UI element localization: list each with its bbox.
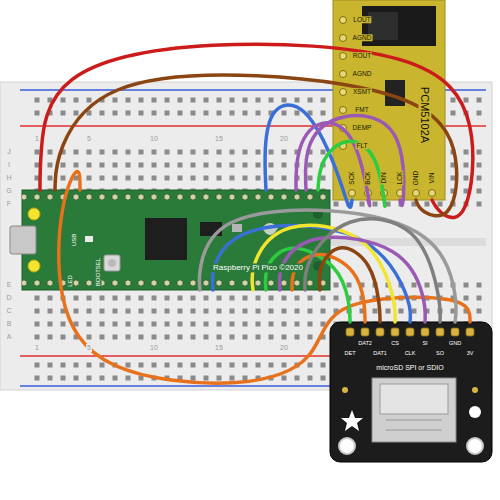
jumper-wire	[59, 171, 470, 383]
pin-label: SO	[435, 350, 445, 356]
pin-label: SI	[421, 340, 428, 346]
pin-label: DET	[344, 350, 357, 356]
jumper-wire	[55, 75, 457, 216]
jumper-wire	[319, 248, 380, 322]
pin-label: DAT2	[357, 340, 373, 346]
dac-illustration	[333, 0, 445, 200]
column-number: 15	[214, 135, 224, 143]
pin-label: GND	[412, 170, 419, 186]
column-number: 15	[214, 344, 224, 352]
row-letter: E	[6, 281, 13, 289]
jumper-wire	[199, 210, 456, 322]
board-name: Raspberry Pi Pico ©2020	[212, 263, 304, 272]
pin-label: CS	[390, 340, 400, 346]
pin-label: SCK	[348, 170, 355, 185]
pin-label: AGND	[352, 70, 373, 77]
pin-label: CLK	[404, 350, 417, 356]
column-number: 1	[34, 135, 40, 143]
board-name: microSD SPI or SDIO	[375, 364, 444, 372]
dac-module: PCM5102A	[333, 0, 445, 200]
jumper-wire	[305, 219, 440, 322]
column-number: 20	[279, 344, 289, 352]
jumper-wire	[318, 141, 385, 206]
row-letter: A	[6, 333, 13, 341]
row-letter: I	[7, 161, 11, 169]
row-letter: H	[5, 174, 12, 182]
row-letter: F	[6, 200, 12, 208]
pin-label: AGND	[352, 34, 373, 41]
column-number: 1	[34, 344, 40, 352]
pin-label: 3V	[466, 350, 475, 356]
pin-label: DAT1	[372, 350, 388, 356]
pin-label: VIN	[428, 172, 435, 185]
jumper-wire	[279, 237, 425, 322]
microsd-breakout: microSD SPI or SDIO	[330, 322, 492, 462]
row-letter: B	[6, 320, 13, 328]
pin-label: GND	[448, 340, 462, 346]
jumper-wire	[40, 44, 473, 217]
row-letter: C	[5, 307, 12, 315]
pin-label: DEMP	[352, 124, 373, 131]
jumper-wire	[305, 116, 403, 206]
silkscreen-label: LED	[67, 274, 74, 288]
column-number: 10	[149, 344, 159, 352]
jumper-wire	[292, 254, 365, 322]
silkscreen-label: USB	[71, 233, 78, 247]
column-number: 10	[149, 135, 159, 143]
pico-board: Raspberry Pi Pico ©2020	[22, 190, 330, 290]
column-number: 5	[86, 135, 92, 143]
row-letter: J	[6, 148, 12, 156]
pin-label: LOUT	[352, 16, 371, 23]
silkscreen-label: BOOTSEL	[95, 257, 102, 287]
microsd-illustration	[330, 322, 492, 462]
row-letter: D	[5, 294, 12, 302]
pin-label: FMT	[354, 106, 369, 113]
row-letter: G	[5, 187, 12, 195]
column-number: 20	[279, 135, 289, 143]
